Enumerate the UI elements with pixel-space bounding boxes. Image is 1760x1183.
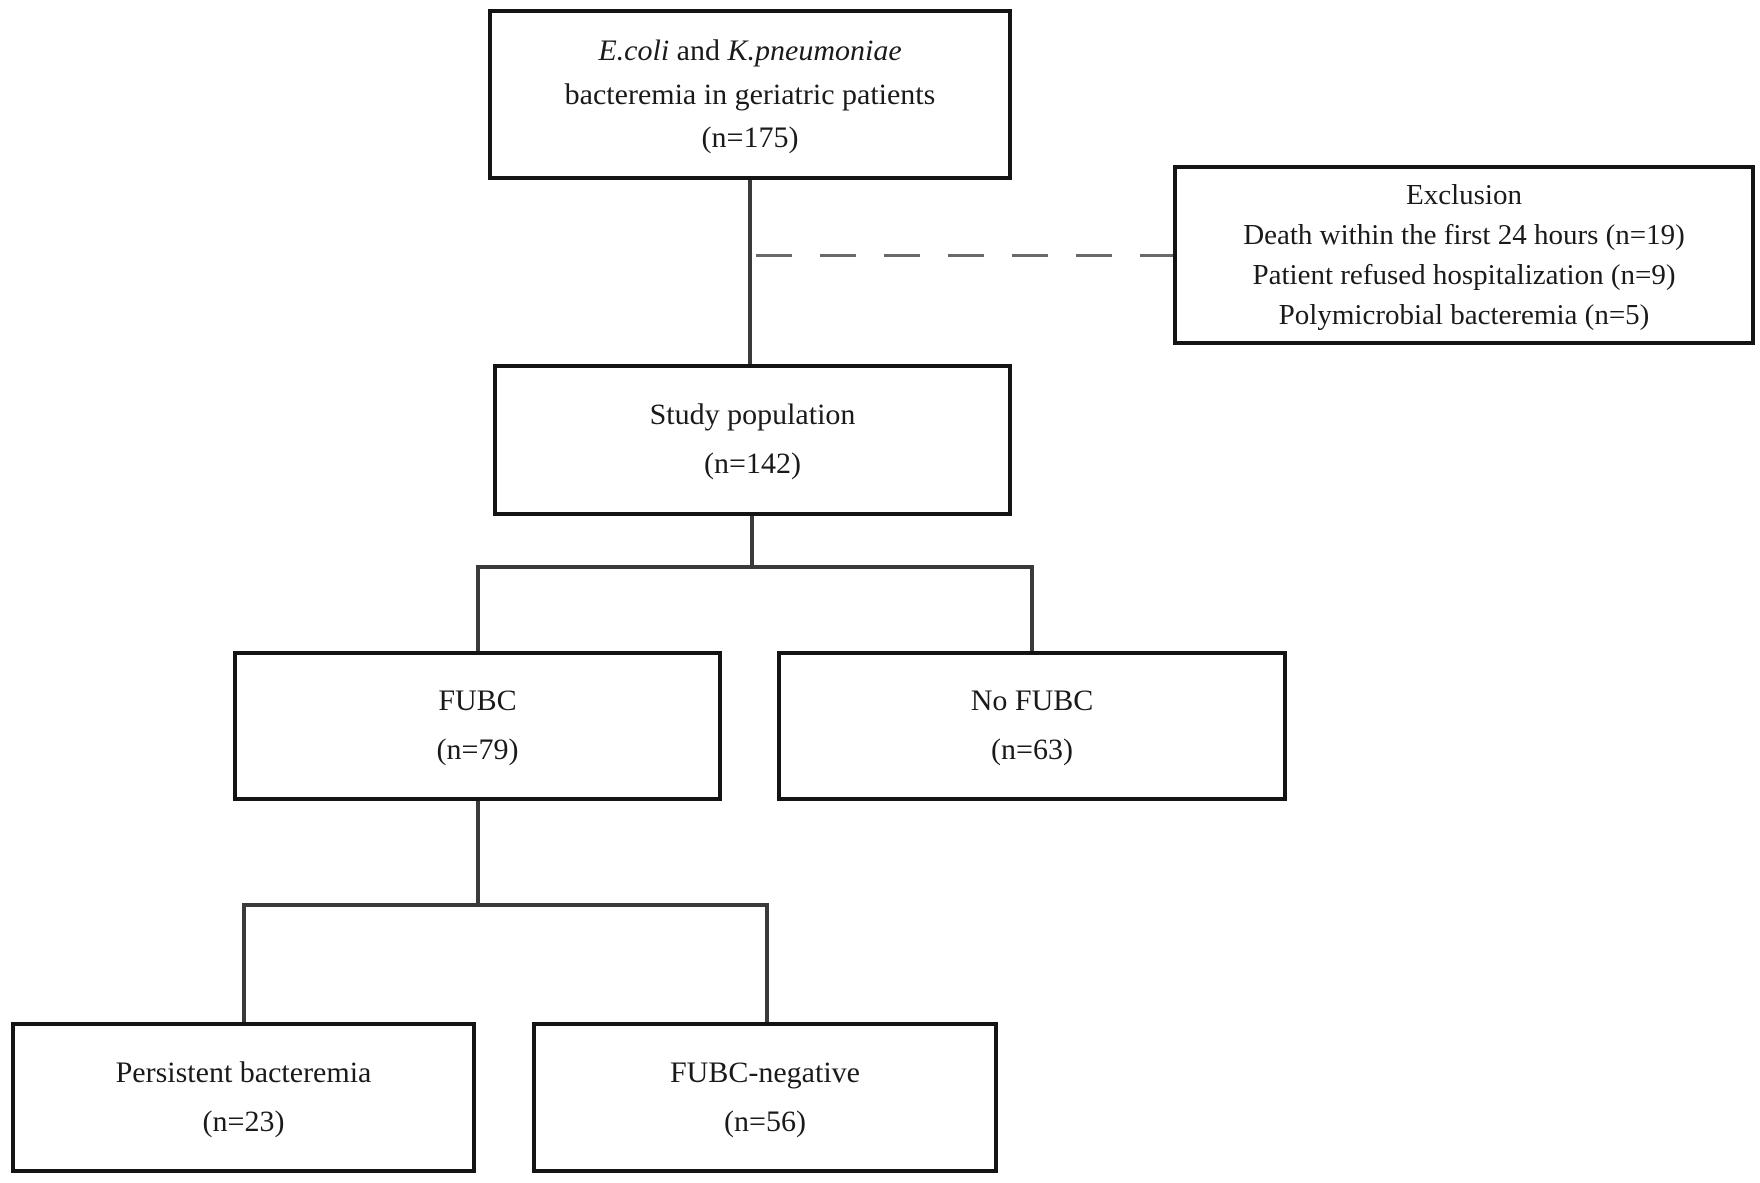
- connector-enrollment-to-study: [748, 178, 752, 366]
- connector-branch1-to-fubc: [476, 565, 480, 653]
- connector-study-to-branch: [750, 514, 754, 569]
- no-fubc-count: (n=63): [991, 733, 1073, 766]
- exclusion-item-refused: Patient refused hospitalization (n=9): [1252, 259, 1676, 291]
- exclusion-box: Exclusion Death within the first 24 hour…: [1173, 165, 1755, 345]
- enrollment-line-organisms: E.coli and K.pneumoniae: [598, 29, 901, 73]
- persistent-bacteremia-count: (n=23): [202, 1104, 285, 1138]
- persistent-bacteremia-box: Persistent bacteremia (n=23): [11, 1022, 476, 1173]
- connector-branch1-to-no-fubc: [1030, 565, 1034, 653]
- species-ecoli-label: E.coli: [598, 34, 670, 68]
- fubc-negative-count: (n=56): [724, 1104, 806, 1138]
- fubc-label: FUBC: [438, 684, 517, 718]
- fubc-negative-box: FUBC-negative (n=56): [532, 1022, 998, 1173]
- no-fubc-box: No FUBC (n=63): [777, 651, 1287, 801]
- study-population-label: Study population: [649, 398, 856, 432]
- connector-branch2-to-persistent: [242, 903, 246, 1024]
- exclusion-item-polymicrobial: Polymicrobial bacteremia (n=5): [1278, 299, 1650, 332]
- study-population-count: (n=142): [704, 447, 801, 480]
- enrollment-line-description: bacteremia in geriatric patients: [564, 77, 936, 111]
- connector-branch1-horizontal: [476, 565, 1034, 569]
- fubc-negative-label: FUBC-negative: [670, 1055, 860, 1089]
- no-fubc-label: No FUBC: [970, 684, 1094, 718]
- connector-exclusion-dashed-line: [756, 254, 1173, 257]
- exclusion-title: Exclusion: [1406, 178, 1522, 211]
- enrollment-count: (n=175): [701, 121, 799, 155]
- and-label: and: [669, 34, 728, 68]
- study-population-box: Study population (n=142): [493, 364, 1012, 516]
- persistent-bacteremia-label: Persistent bacteremia: [115, 1055, 372, 1089]
- fubc-count: (n=79): [436, 733, 519, 766]
- connector-branch2-horizontal: [242, 903, 769, 907]
- connector-branch2-to-fubc-negative: [765, 903, 769, 1024]
- species-kpneumoniae-label: K.pneumoniae: [727, 34, 902, 68]
- exclusion-item-death: Death within the first 24 hours (n=19): [1243, 218, 1685, 251]
- connector-fubc-to-branch2: [476, 799, 480, 907]
- fubc-box: FUBC (n=79): [233, 651, 722, 801]
- enrollment-box: E.coli and K.pneumoniae bacteremia in ge…: [488, 9, 1012, 180]
